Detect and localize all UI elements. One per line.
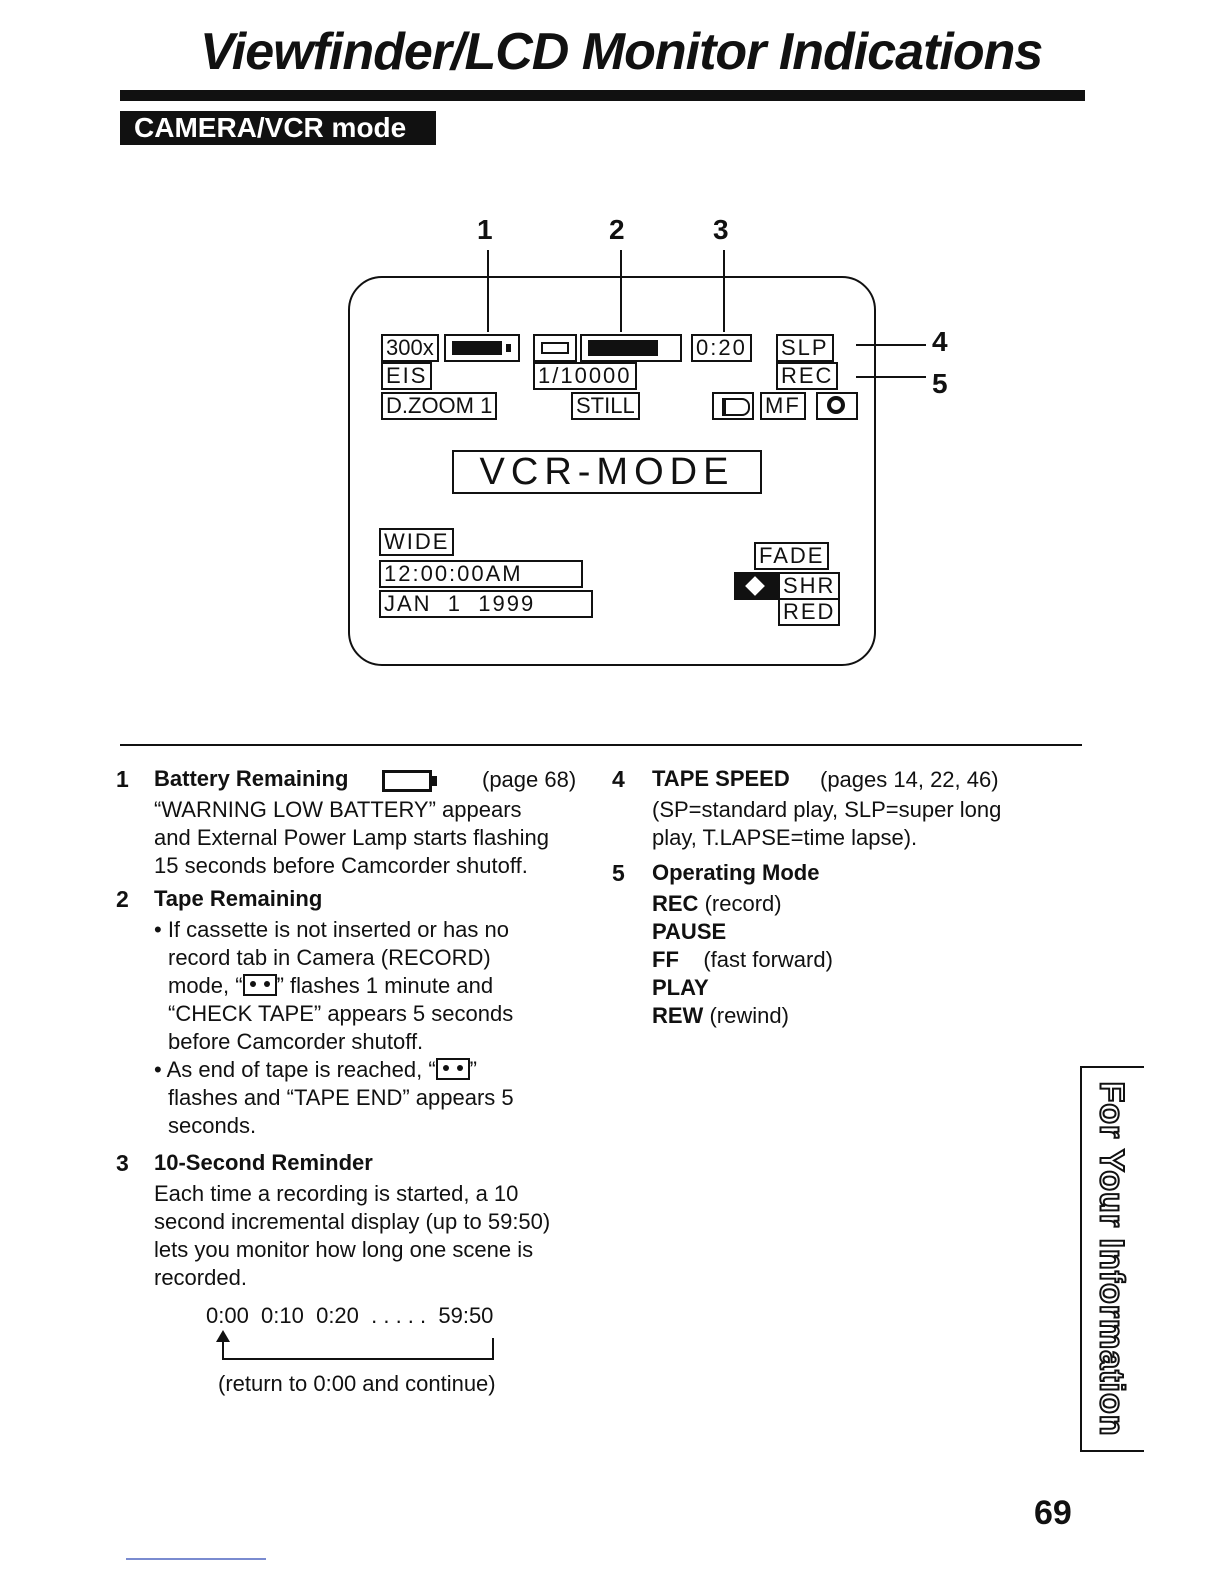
vcr-mode-indicator: VCR-MODE [452,450,762,494]
text-line: mode, “” flashes 1 minute and [168,973,494,998]
text-line: (SP=standard play, SLP=super long [652,797,1002,822]
callout-2: 2 [609,214,625,245]
tape-icon [242,974,277,996]
mode-item: PAUSE [652,919,727,944]
wide-indicator: WIDE [379,528,455,556]
shutter-indicator: SHR [778,572,841,600]
counter-indicator: 0:20 [691,334,752,362]
title-rule [120,90,1085,101]
text-line: record tab in Camera (RECORD) [168,945,491,970]
leader-line-4 [856,344,926,346]
item-number: 4 [612,766,625,792]
operating-mode-indicator: REC [776,362,839,390]
return-arrow [212,1330,494,1362]
text-line: flashes and “TAPE END” appears 5 [168,1085,514,1110]
section-separator [120,744,1082,746]
item-1: 1 Battery Remaining (page 68) “WARNING L… [116,766,596,880]
side-tab-label: For Your Information [1092,1081,1132,1438]
mode-item: FF (fast forward) [652,947,833,972]
date-indicator: JAN 1 1999 [379,590,593,618]
item-4: 4 TAPE SPEED (pages 14, 22, 46) (SP=stan… [612,766,1052,852]
item-heading: Battery Remaining [154,766,349,791]
item-heading: TAPE SPEED [652,766,790,791]
white-balance-icon [816,392,858,420]
item-heading: Tape Remaining [154,886,323,911]
text-line: seconds. [168,1113,257,1138]
text-line: Each time a recording is started, a 10 [154,1181,519,1206]
text-line: • As end of tape is reached, “” [154,1057,477,1082]
battery-icon [382,770,437,792]
item-number: 1 [116,766,129,792]
item-heading: 10-Second Reminder [154,1150,373,1175]
red-indicator: RED [778,598,841,626]
callout-4: 4 [932,326,948,357]
tape-icon [435,1058,470,1080]
leader-line-5 [856,376,926,378]
page-number: 69 [1034,1494,1072,1532]
counter-sequence: 0:00 0:10 0:20 . . . . . 59:50 [206,1303,494,1328]
item-number: 2 [116,886,129,912]
item-5: 5 Operating Mode REC (record) PAUSE FF (… [612,860,1052,1030]
bottom-line [126,1558,266,1560]
page-reference: (pages 14, 22, 46) [820,767,999,792]
return-note: (return to 0:00 and continue) [218,1371,496,1396]
leader-line-1 [487,250,489,332]
page-reference: (page 68) [482,767,577,792]
eis-indicator: EIS [381,362,433,390]
text-line: recorded. [154,1265,247,1290]
zoom-indicator: 300x [381,334,439,362]
mode-item: REC (record) [652,891,782,916]
callout-1: 1 [477,214,493,245]
callout-3: 3 [713,214,729,245]
item-3: 3 10-Second Reminder Each time a recordi… [116,1150,596,1292]
viewfinder-screen [348,276,876,666]
leader-line-3 [723,250,725,332]
mode-tag: CAMERA/VCR mode [120,111,436,145]
item-number: 5 [612,860,625,886]
item-heading: Operating Mode [652,860,820,885]
time-indicator: 12:00:00AM [379,560,583,588]
page-title: Viewfinder/LCD Monitor Indications [200,23,1043,81]
tape-speed-indicator: SLP [776,334,834,362]
leader-line-2 [620,250,622,332]
callout-5: 5 [932,368,948,399]
still-indicator: STILL [571,392,640,420]
mode-item: PLAY [652,975,709,1000]
text-line: “CHECK TAPE” appears 5 seconds [168,1001,514,1026]
item-number: 3 [116,1150,129,1176]
text-line: play, T.LAPSE=time lapse). [652,825,918,850]
text-line: lets you monitor how long one scene is [154,1237,534,1262]
tape-remaining-bar [580,334,682,362]
text-line: second incremental display (up to 59:50) [154,1209,551,1234]
text-line: 15 seconds before Camcorder shutoff. [154,853,528,878]
text-line: • If cassette is not inserted or has no [154,917,509,942]
mode-item: REW (rewind) [652,1003,789,1028]
text-line: and External Power Lamp starts flashing [154,825,549,850]
wipe-icon [734,572,778,600]
side-tab-border [1080,1066,1144,1452]
battery-indicator-icon [444,334,520,362]
text-line: “WARNING LOW BATTERY” appears [154,797,522,822]
text-line: before Camcorder shutoff. [168,1029,424,1054]
side-tab: For Your Information [1088,1076,1134,1442]
focus-icon [712,392,754,420]
shutter-speed-indicator: 1/10000 [533,362,637,390]
fade-indicator: FADE [754,542,830,570]
tape-indicator-icon [533,334,577,362]
item-2: 2 Tape Remaining • If cassette is not in… [116,886,596,1140]
digital-zoom-indicator: D.ZOOM 1 [381,392,498,420]
manual-focus-indicator: MF [760,392,806,420]
